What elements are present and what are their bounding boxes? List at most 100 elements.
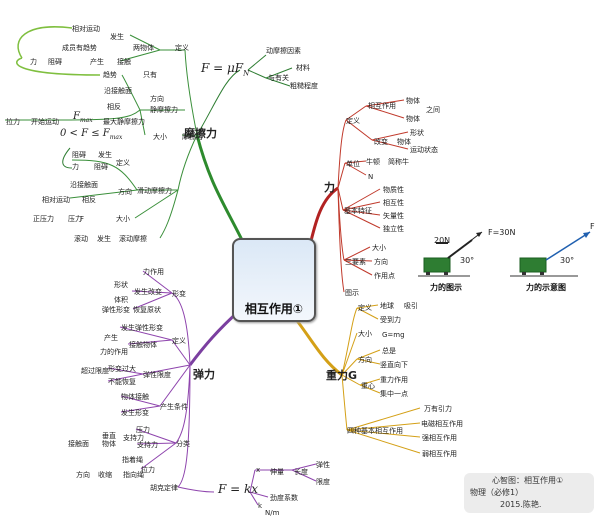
elastic-node-label: 支持力 (123, 434, 144, 442)
branch-friction (195, 134, 247, 247)
elastic-node-label: 垂直 (102, 432, 116, 440)
friction-node-label: 大小 (153, 133, 167, 141)
friction-node-label: 力 (30, 58, 37, 66)
topic-gravity: 重力G (326, 369, 358, 382)
friction-node-label: 方向 (118, 188, 132, 196)
friction-node-label: 滚动 (74, 235, 88, 243)
force-schematic-illustration (510, 231, 591, 277)
branch-force (308, 186, 339, 246)
note-line-3: 2015.陈艳. (500, 500, 542, 509)
elastic-node-label: 体积 (114, 296, 128, 304)
gravity-node-label: 受到力 (380, 316, 401, 324)
max-static-friction-symbol: Fmax (73, 111, 93, 125)
topic-force: 力 (324, 181, 335, 194)
force-node-label: 牛顿 (366, 158, 380, 166)
elastic-node-label: x (256, 466, 261, 474)
elastic-node-label: 力的作用 (100, 348, 128, 356)
friction-node-label: 相对运动 (72, 25, 100, 33)
friction-node-label: 静摩擦力 (150, 106, 178, 114)
gravity-node-label: 集中一点 (380, 390, 408, 398)
fig-left-caption: 力的图示 (430, 283, 462, 292)
gravity-node-label: 地球 (380, 302, 394, 310)
force-node-label: 图示 (345, 289, 359, 297)
elastic-node-label: 长度 (294, 468, 308, 476)
force-node-label: 物体 (406, 97, 420, 105)
friction-node-label: 开始运动 (31, 118, 59, 126)
friction-node-label: 沿接触面 (104, 87, 132, 95)
elastic-node-label: 产生 (104, 334, 118, 342)
friction-node-label: 相对运动 (42, 196, 70, 204)
elastic-node-label: 限度 (316, 478, 330, 486)
gravity-node-label: 竖直向下 (380, 361, 408, 369)
force-node-label: 基本特征 (344, 207, 372, 215)
friction-node-label: 材料 (296, 64, 310, 72)
force-node-label: 大小 (372, 244, 386, 252)
branch-gravity (293, 317, 343, 377)
force-node-label: 作用点 (374, 272, 395, 280)
elastic-node-label: 力作用 (143, 268, 164, 276)
friction-node-label: 拉力 (6, 118, 20, 126)
central-topic: 相互作用① (232, 238, 316, 322)
friction-node-label: 定义 (175, 44, 189, 52)
elastic-node-label: 定义 (172, 337, 186, 345)
force-node-label: 方向 (374, 258, 388, 266)
fig-right-angle-label: 30° (560, 256, 575, 265)
friction-node-label: 阻碍 (72, 151, 86, 159)
elastic-node-label: 发生弹性形变 (121, 324, 163, 332)
gravity-node-label: 定义 (358, 304, 372, 312)
elastic-node-label: 不能恢复 (108, 378, 136, 386)
friction-node-label: 相反 (82, 196, 96, 204)
elastic-node-label: 指着绳 (122, 456, 143, 464)
elastic-node-label: 发生改变 (134, 288, 162, 296)
elastic-node-label: 分类 (176, 440, 190, 448)
gravity-node-label: G=mg (382, 331, 405, 339)
force-node-label: 之间 (426, 106, 440, 114)
friction-node-label: 阻碍 (48, 58, 62, 66)
elastic-node-label: 形变 (172, 290, 186, 298)
friction-node-label: 趋势 (103, 71, 117, 79)
gravity-node-label: 总是 (382, 347, 396, 355)
elastic-node-label: 弹性 (316, 461, 330, 469)
note-line-1: 心智图：相互作用① (492, 476, 564, 485)
friction-node-label: 滚动摩擦 (119, 235, 147, 243)
friction-node-label: F (80, 215, 85, 223)
force-node-label: 物体 (397, 138, 411, 146)
elastic-node-label: 方向 (76, 471, 90, 479)
static-friction-range: 0 < F ≤ Fmax (60, 128, 123, 142)
note-line-2: 物理（必修1） (470, 488, 524, 497)
friction-node-label: 阻碍 (94, 163, 108, 171)
elastic-node-label: 支持力 (137, 441, 158, 449)
friction-node-label: 方向 (150, 95, 164, 103)
force-node-label: 改变 (374, 138, 388, 146)
elastic-node-label: 拉力 (141, 466, 155, 474)
friction-node-label: 力 (72, 163, 79, 171)
elastic-node-label: N/m (265, 509, 280, 517)
gravity-node-label: 重心 (361, 382, 375, 390)
fig-left-force2-label: F=30N (488, 228, 516, 237)
elastic-node-label: 物体 (102, 440, 116, 448)
friction-node-label: 只有 (143, 71, 157, 79)
friction-node-label: 发生 (110, 33, 124, 41)
force-node-label: 形状 (410, 129, 424, 137)
force-node-label: 单位 (346, 160, 360, 168)
friction-node-label: 定义 (116, 159, 130, 167)
elastic-node-label: 发生形变 (121, 409, 149, 417)
force-node-label: 运动状态 (410, 146, 438, 154)
friction-node-label: 压力 (68, 215, 82, 223)
friction-node-label: 发生 (98, 151, 112, 159)
elastic-node-label: 压力 (136, 426, 150, 434)
friction-node-label: 相反 (107, 103, 121, 111)
hooke-formula: F = kx (218, 482, 259, 496)
force-node-label: 独立性 (383, 225, 404, 233)
force-node-label: 相互作用 (368, 102, 396, 110)
elastic-node-label: 弹性限度 (143, 371, 171, 379)
central-topic-title: 相互作用① (244, 302, 304, 316)
elastic-node-label: 接触物体 (129, 341, 157, 349)
friction-node-label: 产生 (90, 58, 104, 66)
force-node-label: 三要素 (345, 258, 366, 266)
gravity-node-label: 吸引 (404, 302, 418, 310)
friction-node-label: 滑动摩擦力 (137, 187, 172, 195)
fig-left-force-label: 20N (434, 236, 451, 245)
friction-node-label: 最大静摩擦力 (103, 118, 145, 126)
